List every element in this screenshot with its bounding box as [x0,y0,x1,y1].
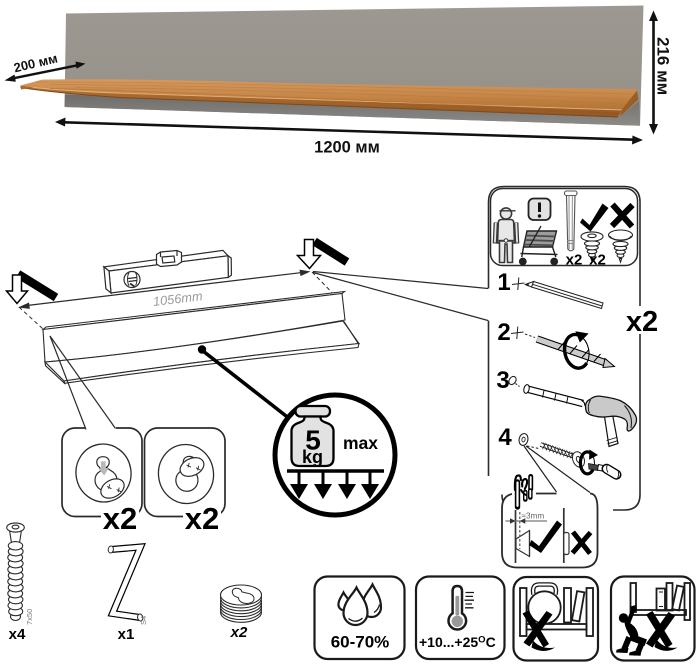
svg-text:1056mm: 1056mm [152,288,204,309]
svg-text:x2: x2 [103,501,137,536]
svg-text:x2: x2 [566,252,583,269]
svg-text:216 мм: 216 мм [654,37,673,95]
svg-text:2: 2 [497,319,510,346]
svg-text:1200 мм: 1200 мм [314,139,380,157]
svg-text:3: 3 [496,367,509,394]
svg-text:≈3mm: ≈3mm [522,512,545,521]
svg-text:+10...+25OC: +10...+25OC [419,634,496,650]
svg-text:4: 4 [498,424,512,451]
svg-text:x2: x2 [626,306,658,338]
svg-text:60-70%: 60-70% [331,633,390,652]
svg-text:x2: x2 [185,501,219,536]
svg-text:S4: S4 [139,616,148,625]
svg-text:1: 1 [497,269,510,296]
svg-text:7x50: 7x50 [25,609,34,625]
svg-text:5: 5 [305,425,321,456]
svg-text:max: max [343,433,378,453]
svg-text:kg: kg [302,447,323,467]
svg-text:x2: x2 [589,252,606,269]
svg-text:x1: x1 [118,626,135,643]
svg-text:x4: x4 [9,626,26,643]
svg-text:x2: x2 [230,624,248,641]
